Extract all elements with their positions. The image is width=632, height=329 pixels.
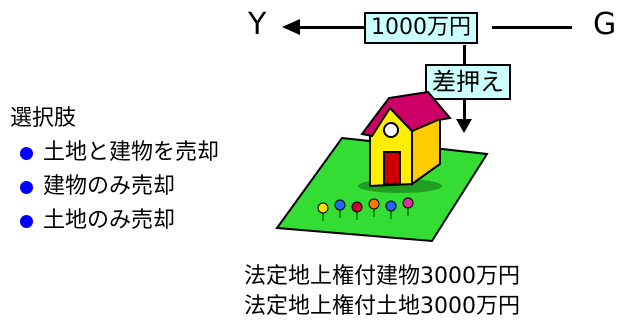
building-right-label: 法定地上権付建物3000万円 [244, 264, 520, 289]
option-item: 土地のみ売却 [20, 204, 219, 238]
house-door [383, 151, 401, 185]
connector-line-top [463, 45, 466, 65]
options-heading: 選択肢 [10, 106, 77, 131]
left-arrowhead [282, 19, 300, 35]
connector-line-down [463, 100, 466, 122]
party-y-label: Y [248, 7, 267, 42]
land-right-label: 法定地上権付土地3000万円 [244, 294, 520, 319]
bullet-icon [20, 214, 33, 228]
down-arrowhead [456, 119, 472, 133]
seizure-box: 差押え [425, 64, 511, 100]
option-label: 土地のみ売却 [43, 208, 176, 233]
arrow-line-to-y [298, 26, 364, 29]
amount-box: 1000万円 [364, 12, 478, 44]
bullet-icon [20, 180, 33, 194]
bullet-icon [20, 146, 33, 160]
flower-row [317, 197, 414, 221]
option-item: 土地と建物を売却 [20, 136, 219, 170]
house-on-land-illustration [275, 90, 489, 243]
party-g-label: G [593, 7, 617, 42]
house-roof [360, 90, 452, 138]
option-label: 土地と建物を売却 [43, 140, 220, 165]
option-label: 建物のみ売却 [43, 174, 176, 199]
line-from-g [492, 26, 572, 29]
house-window [383, 122, 399, 138]
option-item: 建物のみ売却 [20, 170, 219, 204]
options-list: 土地と建物を売却 建物のみ売却 土地のみ売却 [20, 136, 219, 238]
